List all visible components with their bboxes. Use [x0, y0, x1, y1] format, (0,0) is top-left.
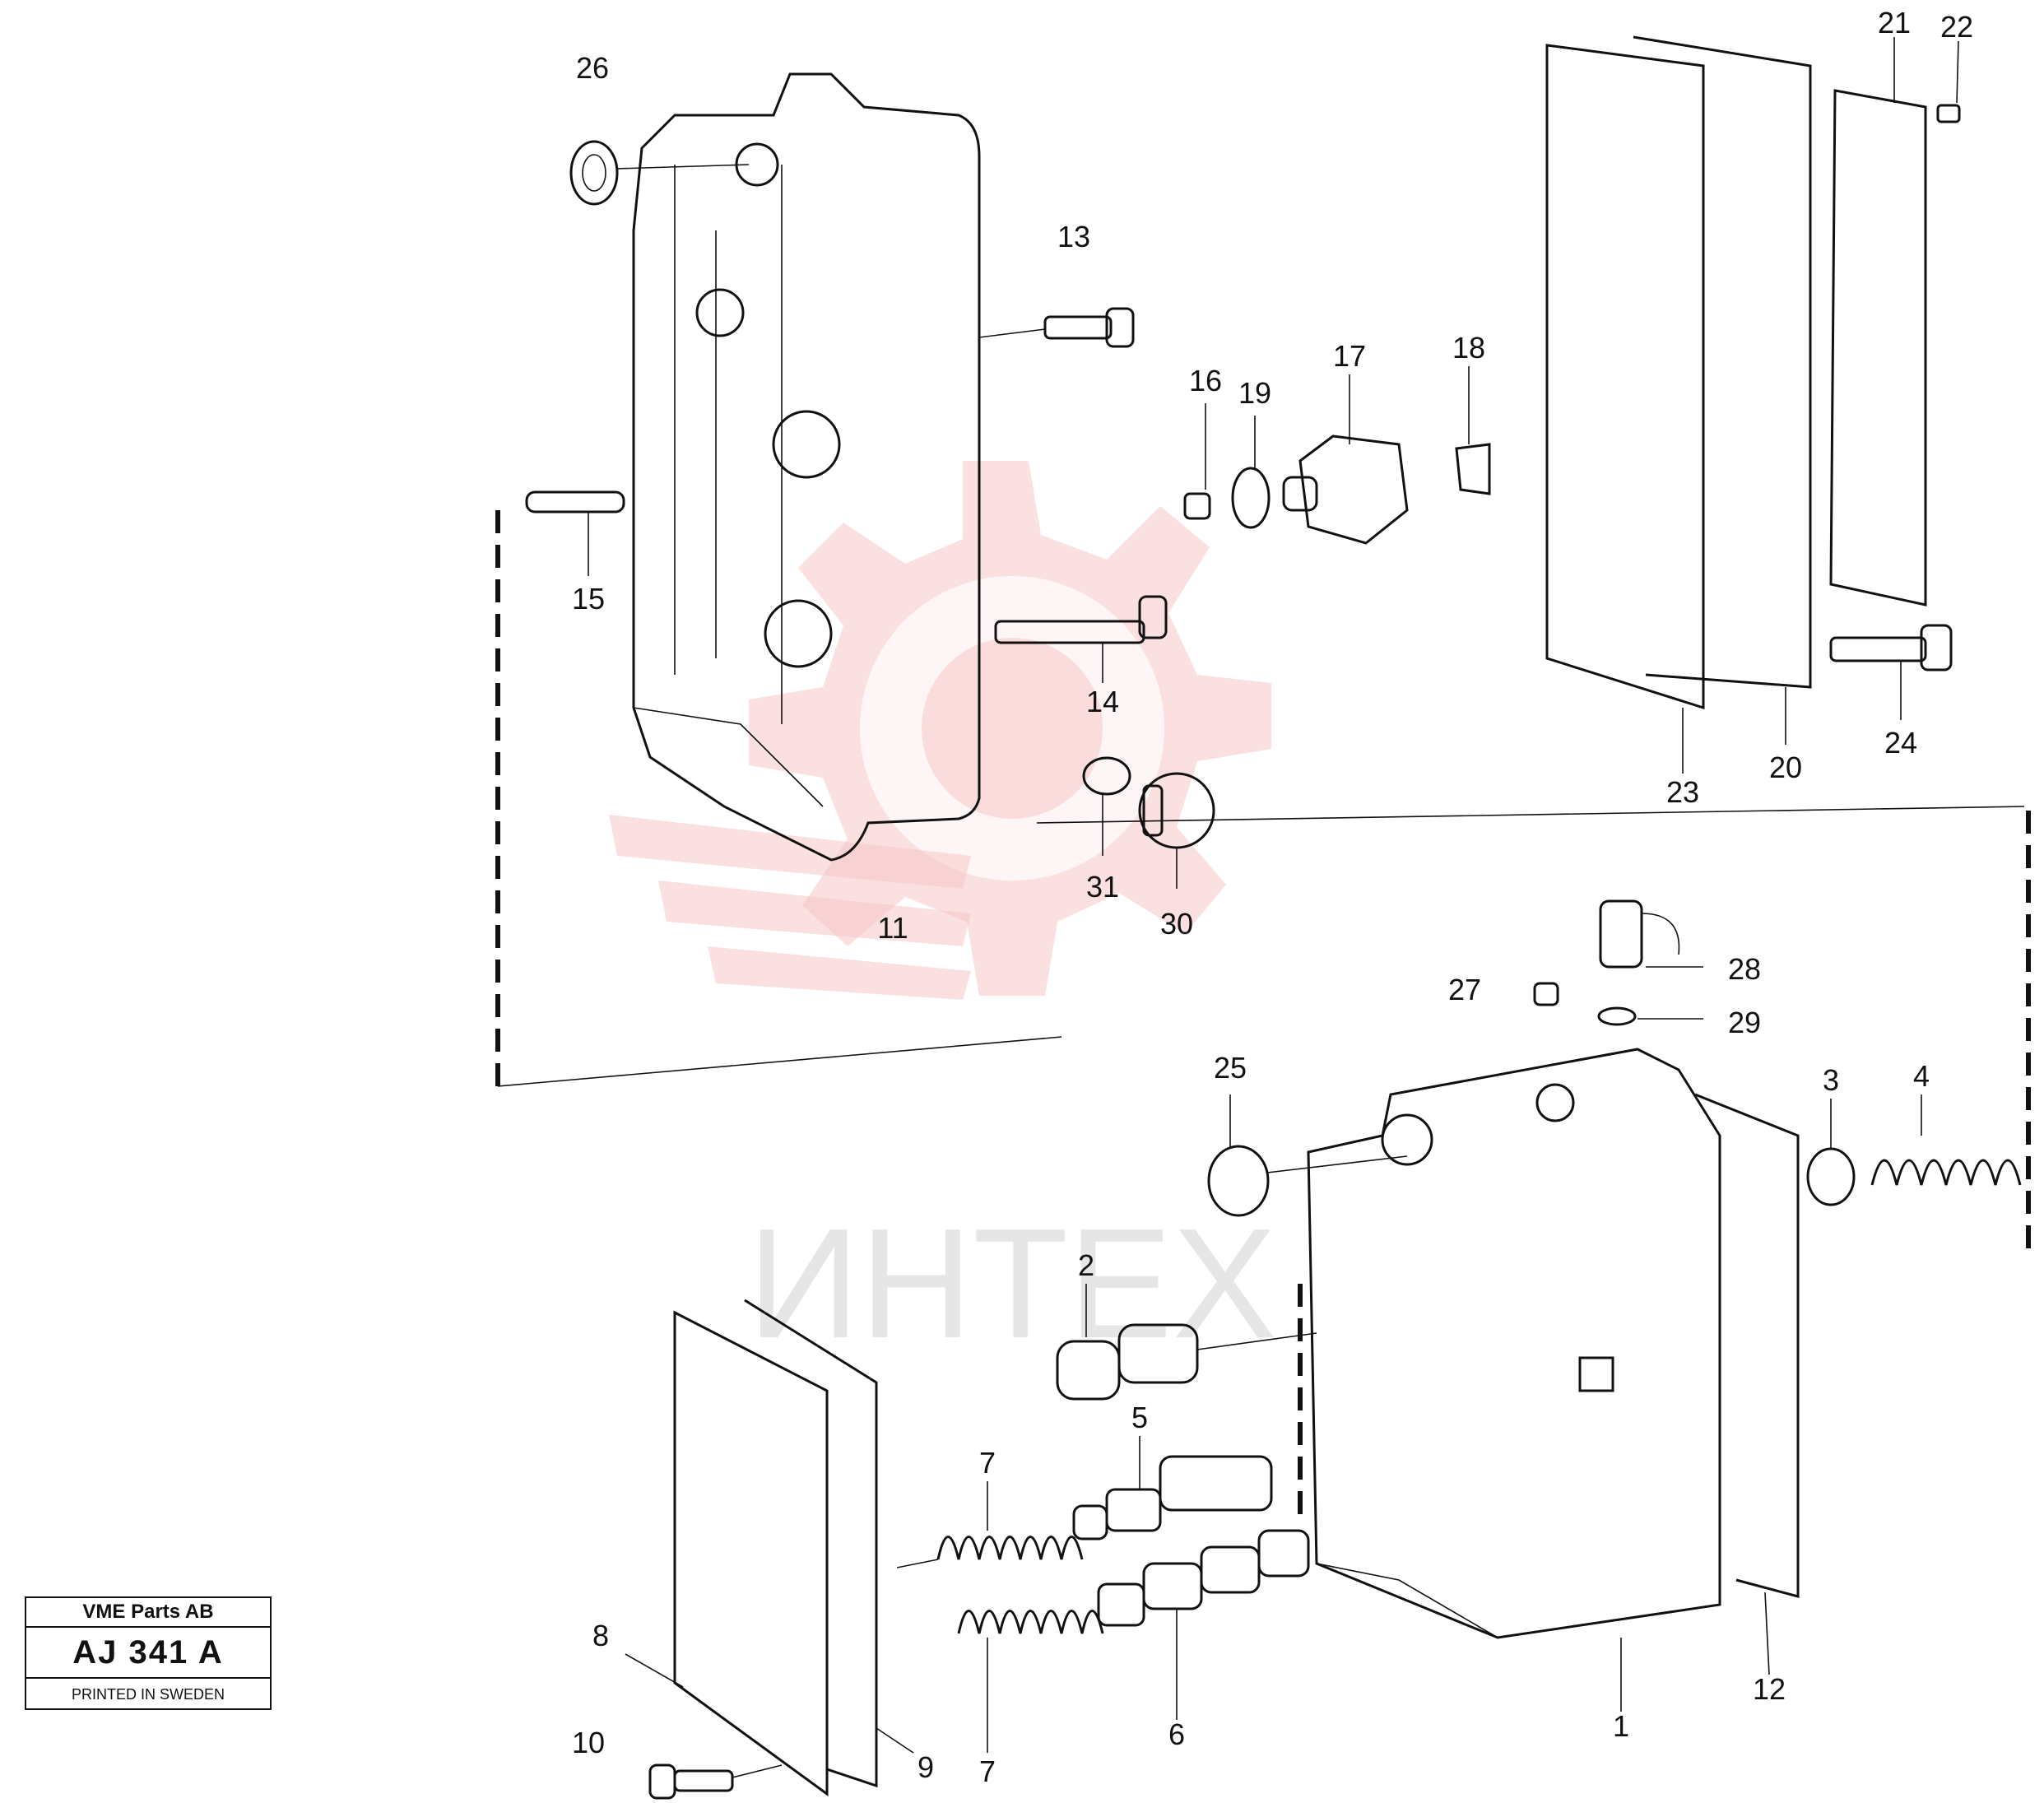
- callout-12: 12: [1753, 1672, 1786, 1706]
- callout-23: 23: [1666, 775, 1699, 809]
- watermark-stripes: [609, 815, 971, 1000]
- guide-line: [1036, 806, 2025, 824]
- callout-7-upper: 7: [979, 1446, 996, 1480]
- callout-11: 11: [877, 911, 908, 945]
- callout-30: 30: [1160, 907, 1193, 941]
- gasket-20: [1633, 35, 1812, 745]
- plug-30: [1138, 772, 1215, 889]
- callout-14: 14: [1086, 685, 1119, 718]
- plate-21: [1829, 37, 1927, 606]
- cover-plate-23: [1545, 44, 1705, 774]
- callout-9: 9: [917, 1750, 934, 1784]
- housing-port-icon: [764, 599, 833, 668]
- valve-body-1: [1307, 1048, 1721, 1712]
- callout-26: 26: [576, 51, 609, 85]
- watermark-text: ИНТЕХ: [747, 1197, 1276, 1371]
- bolt-14: [994, 595, 1168, 683]
- watermark-logo: ИНТЕХ: [609, 461, 1277, 1371]
- callout-10: 10: [572, 1726, 605, 1759]
- callout-1: 1: [1613, 1709, 1629, 1743]
- spool-6: [1097, 1529, 1310, 1720]
- o-ring-31: [1082, 756, 1131, 856]
- body-port-icon: [1535, 1083, 1575, 1122]
- callout-28: 28: [1728, 952, 1761, 986]
- housing-port-icon: [772, 410, 841, 479]
- callout-29: 29: [1728, 1006, 1761, 1039]
- callout-13: 13: [1057, 220, 1090, 253]
- test-fitting-28: [1599, 899, 1703, 969]
- housing-port-icon: [695, 288, 745, 337]
- callout-8: 8: [592, 1619, 609, 1652]
- spring-7-lower: [957, 1610, 1104, 1753]
- callout-21: 21: [1878, 6, 1911, 39]
- bolt-13: [978, 307, 1135, 348]
- callout-2: 2: [1078, 1248, 1094, 1282]
- callout-labels: 1 2 3 4 5 6 7 7 8 9 10 11 12 13 14 15 16…: [572, 6, 1973, 1788]
- callout-6: 6: [1168, 1717, 1185, 1751]
- bolt-10: [648, 1764, 783, 1800]
- callout-24: 24: [1884, 726, 1917, 760]
- watermark-center: [922, 638, 1103, 819]
- callout-19: 19: [1238, 376, 1271, 410]
- callout-27: 27: [1448, 973, 1481, 1006]
- callout-20: 20: [1769, 750, 1802, 784]
- fitting-16: [1183, 403, 1211, 520]
- callout-15: 15: [572, 582, 605, 616]
- callout-16: 16: [1189, 364, 1222, 397]
- gasket-12: [1694, 1093, 1800, 1675]
- callout-25: 25: [1214, 1051, 1247, 1085]
- guide-line: [497, 1036, 1062, 1087]
- o-ring-19: [1231, 416, 1271, 529]
- end-cover-8: [625, 1310, 829, 1796]
- pin-15: [525, 490, 625, 576]
- bolt-24: [1829, 624, 1953, 720]
- callout-17: 17: [1333, 339, 1366, 373]
- piston-2: [1056, 1284, 1317, 1401]
- drawing-number: AJ 341 A: [26, 1628, 270, 1679]
- body-port-icon: [1381, 1113, 1433, 1166]
- plug-25: [1207, 1094, 1408, 1217]
- title-block: VME Parts AB AJ 341 A PRINTED IN SWEDEN: [25, 1596, 272, 1710]
- callout-3: 3: [1823, 1063, 1839, 1097]
- callout-22: 22: [1940, 10, 1973, 44]
- clip-18: [1455, 366, 1491, 495]
- spring-4: [1870, 1094, 2022, 1186]
- callout-4: 4: [1913, 1059, 1930, 1093]
- pressure-switch-17: [1282, 374, 1409, 545]
- gasket-9: [744, 1299, 914, 1788]
- callout-5: 5: [1131, 1401, 1148, 1434]
- company-name: VME Parts AB: [26, 1598, 270, 1628]
- spring-seat-3: [1806, 1099, 1856, 1206]
- callout-7-lower: 7: [979, 1754, 996, 1788]
- upper-valve-housing: [632, 72, 981, 862]
- callout-18: 18: [1452, 331, 1485, 365]
- printed-note: PRINTED IN SWEDEN: [71, 1686, 225, 1703]
- spool-5: [1072, 1436, 1273, 1540]
- plug-27: [1533, 982, 1559, 1006]
- callout-31: 31: [1086, 870, 1119, 904]
- washer-29: [1597, 1006, 1703, 1026]
- spring-7-upper: [896, 1481, 1084, 1568]
- body-port-icon: [1578, 1356, 1614, 1392]
- plug-26: [569, 140, 750, 206]
- screw-22: [1936, 40, 1961, 123]
